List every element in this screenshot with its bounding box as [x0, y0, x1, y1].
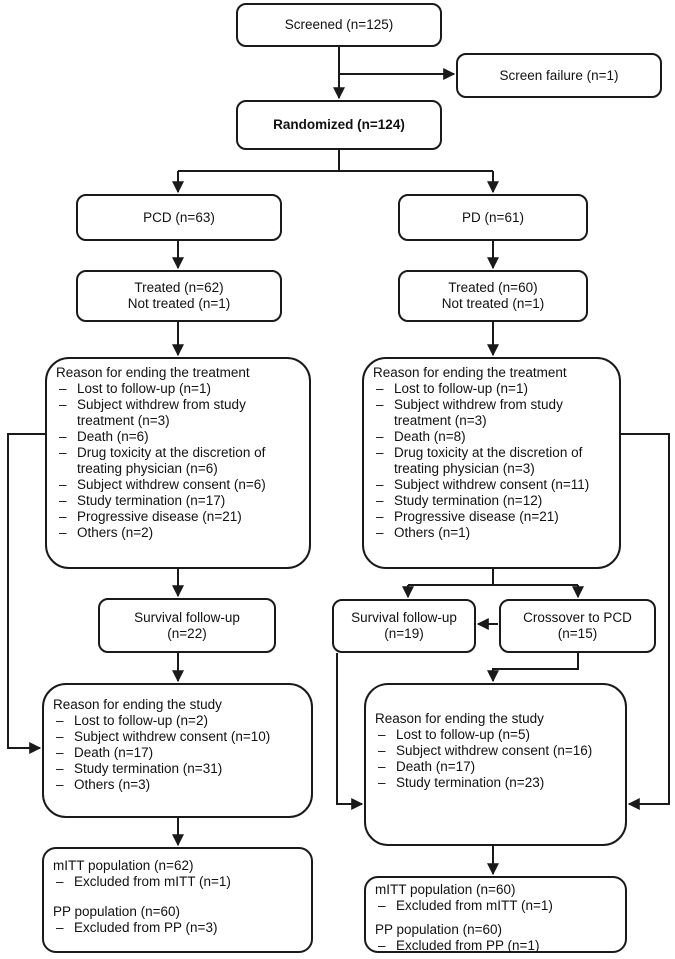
left-mitt-population: mITT population (n=62)	[53, 858, 194, 873]
left-end-treatment-title: Reason for ending the treatment	[56, 365, 250, 380]
list-item: Lost to follow-up (n=5)	[375, 727, 619, 743]
list-item: Drug toxicity at the discretion of treat…	[373, 445, 613, 477]
left-survival-count: (n=22)	[167, 625, 207, 641]
list-item: Subject withdrew from study treatment (n…	[56, 397, 303, 429]
pd-arm-label: PD (n=61)	[462, 209, 524, 225]
screened-label: Screened (n=125)	[284, 17, 394, 32]
list-item: Excluded from mITT (n=1)	[53, 874, 305, 890]
list-item: Death (n=6)	[56, 429, 303, 445]
pcd-arm-box: PCD (n=63)	[76, 194, 282, 241]
arrow-right-bypass	[621, 433, 670, 810]
right-survival-count: (n=19)	[384, 626, 424, 641]
list-item: Study termination (n=23)	[375, 775, 619, 791]
pcd-arm-label: PCD (n=63)	[143, 209, 215, 225]
left-treated-label: Treated (n=62)	[134, 280, 224, 295]
randomized-box: Randomized (n=124)	[236, 100, 442, 150]
right-end-treatment-list: Lost to follow-up (n=1) Subject withdrew…	[373, 381, 613, 541]
list-item: Study termination (n=12)	[373, 493, 613, 509]
right-survival-title: Survival follow-up	[351, 610, 457, 625]
screen-failure-box: Screen failure (n=1)	[456, 53, 662, 98]
right-end-treatment-title: Reason for ending the treatment	[373, 365, 567, 380]
list-item: Progressive disease (n=21)	[373, 509, 613, 525]
list-item: Excluded from PP (n=3)	[53, 920, 305, 936]
screened-box: Screened (n=125)	[236, 3, 442, 47]
right-mitt-population: mITT population (n=60)	[375, 882, 516, 897]
list-item: Subject withdrew consent (n=16)	[375, 743, 619, 759]
list-item: Death (n=17)	[375, 759, 619, 775]
list-item: Subject withdrew consent (n=11)	[373, 477, 613, 493]
left-survival-title: Survival follow-up	[134, 609, 240, 625]
left-end-study-box: Reason for ending the study Lost to foll…	[42, 683, 313, 818]
left-mitt-list: Excluded from mITT (n=1)	[53, 874, 305, 890]
list-item: Drug toxicity at the discretion of treat…	[56, 445, 303, 477]
right-end-study-list: Lost to follow-up (n=5) Subject withdrew…	[375, 727, 619, 791]
connector-right-endtx-split	[408, 569, 578, 586]
spacer	[375, 914, 619, 922]
spacer	[53, 890, 305, 904]
left-survival-box: Survival follow-up (n=22)	[98, 598, 276, 653]
list-item: Others (n=1)	[373, 525, 613, 541]
list-item: Excluded from PP (n=1)	[375, 938, 619, 954]
right-treated-box: Treated (n=60) Not treated (n=1)	[398, 270, 588, 322]
pd-arm-box: PD (n=61)	[398, 194, 588, 241]
right-mitt-list: Excluded from mITT (n=1)	[375, 898, 619, 914]
screen-failure-label: Screen failure (n=1)	[499, 67, 619, 83]
list-item: Lost to follow-up (n=1)	[56, 381, 303, 397]
list-item: Death (n=8)	[373, 429, 613, 445]
list-item: Lost to follow-up (n=2)	[53, 713, 305, 729]
left-treated-box: Treated (n=62) Not treated (n=1)	[76, 270, 282, 322]
crossover-title: Crossover to PCD	[523, 610, 632, 625]
arrow-right-survival-endstudy	[336, 653, 364, 810]
list-item: Study termination (n=17)	[56, 493, 303, 509]
list-item: Subject withdrew from study treatment (n…	[373, 397, 613, 429]
left-not-treated-label: Not treated (n=1)	[127, 296, 231, 311]
left-pp-population: PP population (n=60)	[53, 904, 180, 919]
right-pp-list: Excluded from PP (n=1)	[375, 938, 619, 954]
right-treated-label: Treated (n=60)	[448, 280, 538, 295]
right-population-box: mITT population (n=60) Excluded from mIT…	[364, 876, 627, 954]
left-end-treatment-list: Lost to follow-up (n=1) Subject withdrew…	[56, 381, 303, 541]
right-pp-population: PP population (n=60)	[375, 922, 502, 937]
right-end-treatment-box: Reason for ending the treatment Lost to …	[362, 357, 621, 569]
list-item: Others (n=2)	[56, 525, 303, 541]
left-end-study-list: Lost to follow-up (n=2) Subject withdrew…	[53, 713, 305, 793]
crossover-box: Crossover to PCD (n=15)	[499, 599, 656, 653]
connector-randomized-split	[178, 150, 493, 172]
list-item: Study termination (n=31)	[53, 761, 305, 777]
list-item: Subject withdrew consent (n=10)	[53, 729, 305, 745]
crossover-count: (n=15)	[557, 626, 598, 641]
list-item: Others (n=3)	[53, 777, 305, 793]
right-end-study-title: Reason for ending the study	[375, 711, 544, 726]
randomized-label: Randomized (n=124)	[273, 117, 405, 132]
left-pp-list: Excluded from PP (n=3)	[53, 920, 305, 936]
arrow-crossover-endstudy	[487, 653, 579, 683]
right-survival-box: Survival follow-up (n=19)	[332, 599, 476, 653]
left-population-box: mITT population (n=62) Excluded from mIT…	[42, 847, 313, 953]
list-item: Subject withdrew consent (n=6)	[56, 477, 303, 493]
list-item: Excluded from mITT (n=1)	[375, 898, 619, 914]
left-end-treatment-box: Reason for ending the treatment Lost to …	[45, 357, 311, 569]
right-end-study-box: Reason for ending the study Lost to foll…	[364, 683, 627, 846]
list-item: Death (n=17)	[53, 745, 305, 761]
arrow-left-bypass	[7, 433, 45, 754]
right-not-treated-label: Not treated (n=1)	[441, 296, 545, 311]
left-end-study-title: Reason for ending the study	[53, 697, 222, 712]
list-item: Lost to follow-up (n=1)	[373, 381, 613, 397]
list-item: Progressive disease (n=21)	[56, 509, 303, 525]
